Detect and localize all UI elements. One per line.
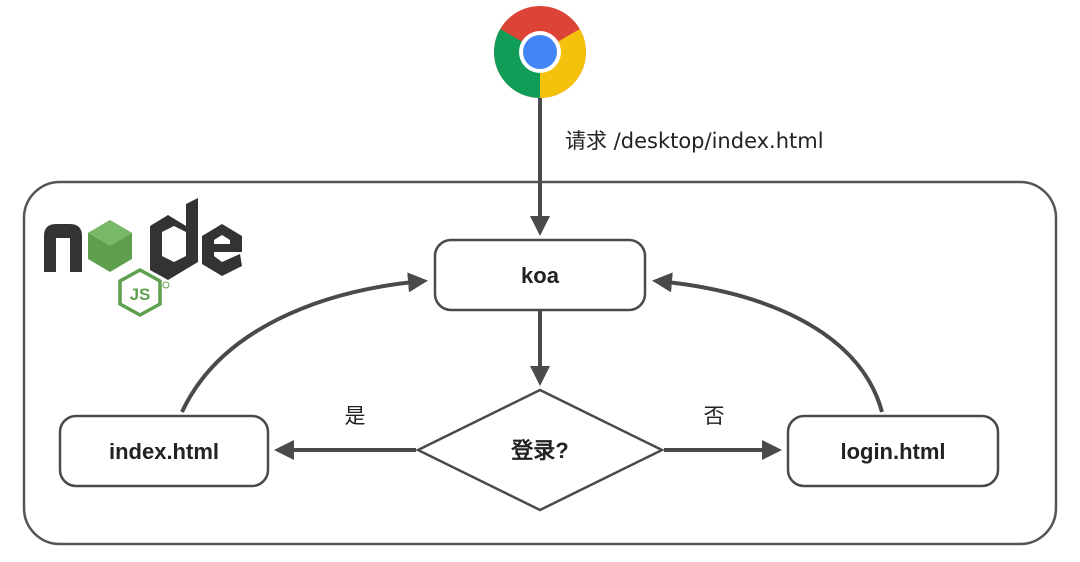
no-label: 否 [704,404,725,428]
svg-text:JS: JS [130,285,151,304]
decision-label: 登录? [510,438,568,463]
login-decision-node: 登录? [415,388,665,512]
nodejs-logo-icon: JS [44,198,242,317]
login-to-koa-arrow [652,272,884,413]
index-to-koa-arrow [180,272,428,413]
login-html-node: login.html [786,414,1000,488]
index-html-node: index.html [58,414,270,488]
request-label: 请求 /desktop/index.html [565,129,824,153]
yes-label: 是 [345,404,366,428]
index-html-label: index.html [109,439,219,464]
chrome-logo-icon [494,6,586,98]
koa-node: koa [433,238,647,312]
koa-label: koa [521,263,560,288]
login-html-label: login.html [840,439,945,464]
